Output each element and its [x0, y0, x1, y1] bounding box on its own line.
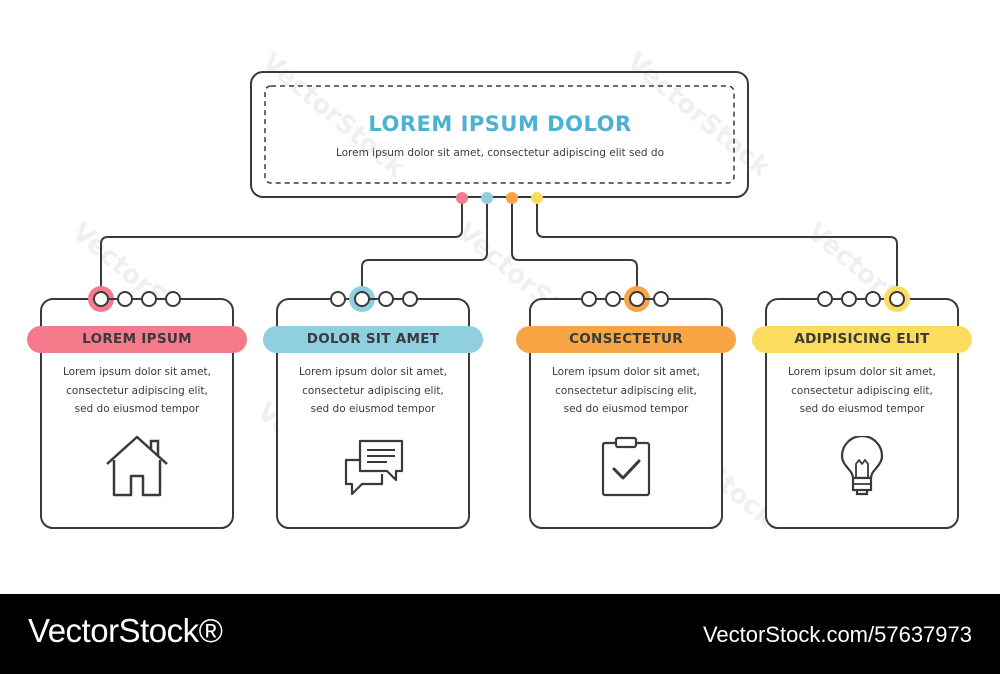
- card1-bead: [141, 291, 157, 307]
- main-subtitle: Lorem ipsum dolor sit amet, consectetur …: [335, 147, 665, 159]
- card-body-line: sed do eiusmod tempor: [74, 403, 200, 415]
- card-body-line: Lorem ipsum dolor sit amet,: [299, 366, 447, 378]
- card3-bead: [653, 291, 669, 307]
- card1-bead: [93, 291, 109, 307]
- card2-bead: [354, 291, 370, 307]
- card2-bead: [402, 291, 418, 307]
- card-title-pill: CONSECTETUR: [516, 326, 736, 353]
- card4-bead: [889, 291, 905, 307]
- card-body-line: sed do eiusmod tempor: [310, 403, 436, 415]
- card-body-line: consectetur adipiscing elit,: [302, 384, 444, 397]
- card-title-pill: DOLOR SIT AMET: [263, 326, 483, 353]
- card-body-line: sed do eiusmod tempor: [799, 403, 925, 415]
- card-body-text: Lorem ipsum dolor sit amet, consectetur …: [767, 363, 957, 419]
- card-body-line: Lorem ipsum dolor sit amet,: [63, 366, 211, 378]
- card-body-text: Lorem ipsum dolor sit amet, consectetur …: [278, 363, 468, 419]
- clipboard-check-icon: [601, 436, 651, 497]
- card-body-line: Lorem ipsum dolor sit amet,: [552, 366, 700, 378]
- main-title: LOREM IPSUM DOLOR: [368, 112, 632, 136]
- infographic-canvas: VectorStock VectorStock VectorStock Vect…: [27, 46, 972, 534]
- footer-url: VectorStock.com/57637973: [702, 622, 972, 647]
- card1-bead: [165, 291, 181, 307]
- connector-line-3: [511, 200, 638, 288]
- diagram-lines: [40, 71, 959, 529]
- card4-bead: [865, 291, 881, 307]
- card3-bead: [629, 291, 645, 307]
- card-body-line: Lorem ipsum dolor sit amet,: [788, 366, 936, 378]
- card1-bead: [117, 291, 133, 307]
- footer-brand: VectorStock®: [28, 612, 223, 649]
- card2-bead: [378, 291, 394, 307]
- top-dot-3: [506, 192, 518, 204]
- card3-bead: [581, 291, 597, 307]
- card-body-line: sed do eiusmod tempor: [563, 403, 689, 415]
- card3-bead: [605, 291, 621, 307]
- card-title-pill: ADIPISICING ELIT: [752, 326, 972, 353]
- card-body-text: Lorem ipsum dolor sit amet, consectetur …: [42, 363, 232, 419]
- house-icon: [106, 435, 168, 497]
- card-title-pill: LOREM IPSUM: [27, 326, 247, 353]
- connector-line-4: [536, 200, 898, 288]
- card-body-line: consectetur adipiscing elit,: [555, 384, 697, 397]
- card4-bead: [817, 291, 833, 307]
- card-body-line: consectetur adipiscing elit,: [66, 384, 208, 397]
- top-dot-1: [456, 192, 468, 204]
- connector-line-2: [361, 200, 488, 288]
- top-dot-2: [481, 192, 493, 204]
- card2-bead: [330, 291, 346, 307]
- connector-line-1: [100, 200, 463, 288]
- top-box-dashed: [264, 85, 735, 184]
- card-body-text: Lorem ipsum dolor sit amet, consectetur …: [531, 363, 721, 419]
- top-box-outline: [250, 71, 749, 198]
- light-bulb-icon: [840, 436, 884, 496]
- footer-bar: VectorStock® VectorStock.com/57637973: [0, 594, 1000, 674]
- card4-bead: [841, 291, 857, 307]
- card-body-line: consectetur adipiscing elit,: [791, 384, 933, 397]
- chat-bubbles-icon: [344, 439, 404, 496]
- top-dot-4: [531, 192, 543, 204]
